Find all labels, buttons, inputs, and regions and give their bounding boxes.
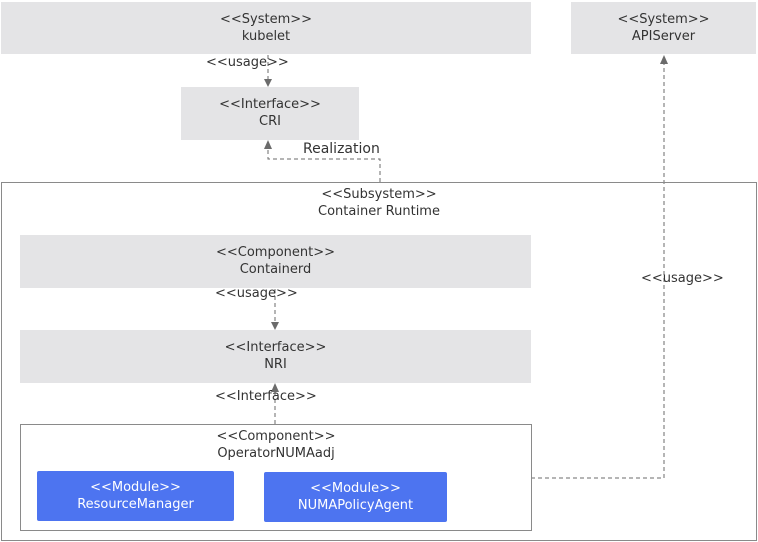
- arrowhead-apiserver: [660, 55, 668, 64]
- container-runtime-name: Container Runtime: [318, 204, 440, 219]
- apiserver-stereotype: <<System>>: [617, 12, 710, 27]
- edge-runtime-cri: [267, 148, 381, 182]
- numa-policy-agent-stereotype: <<Module>>: [310, 481, 401, 496]
- arrowhead-cri-top: [264, 79, 272, 87]
- arrowhead-nri-top: [271, 322, 279, 330]
- resource-manager-module: <<Module>> ResourceManager: [37, 471, 234, 521]
- container-runtime-stereotype: <<Subsystem>>: [321, 187, 437, 202]
- numa-policy-agent-name: NUMAPolicyAgent: [297, 498, 414, 513]
- cri-stereotype: <<Interface>>: [219, 97, 321, 112]
- operator-name: OperatorNUMAadj: [217, 446, 335, 461]
- arrowhead-nri-bottom: [271, 383, 279, 392]
- containerd-name: Containerd: [239, 262, 312, 277]
- edge-label-runtime-cri: Realization: [303, 141, 380, 157]
- containerd-component-box: <<Component>> Containerd: [20, 235, 531, 288]
- kubelet-stereotype: <<System>>: [219, 12, 313, 27]
- kubelet-name: kubelet: [241, 29, 291, 44]
- resource-manager-stereotype: <<Module>>: [90, 480, 181, 495]
- containerd-stereotype: <<Component>>: [215, 245, 336, 260]
- resource-manager-name: ResourceManager: [77, 497, 194, 512]
- kubelet-system-box: <<System>> kubelet: [1, 2, 531, 54]
- edge-label-operator-apiserver: <<usage>>: [641, 271, 724, 286]
- operator-stereotype: <<Component>>: [216, 429, 336, 444]
- nri-name: NRI: [264, 357, 287, 372]
- operator-numaadj-component: <<Component>> OperatorNUMAadj: [20, 424, 532, 531]
- numa-policy-agent-module: <<Module>> NUMAPolicyAgent: [264, 472, 447, 522]
- container-runtime-subsystem: <<Subsystem>> Container Runtime: [1, 182, 757, 541]
- arrowhead-cri-bottom: [264, 140, 272, 149]
- apiserver-system-box: <<System>> APIServer: [571, 2, 756, 54]
- cri-interface-box: <<Interface>> CRI: [181, 87, 359, 140]
- cri-name: CRI: [259, 114, 281, 129]
- edge-operator-apiserver: [531, 64, 665, 479]
- edge-label-operator-nri: <<Interface>>: [215, 389, 317, 404]
- apiserver-name: APIServer: [631, 29, 696, 44]
- nri-stereotype: <<Interface>>: [224, 340, 327, 355]
- edge-label-kubelet-cri: <<usage>>: [206, 55, 289, 70]
- edge-label-containerd-nri: <<usage>>: [215, 286, 298, 301]
- nri-interface-box: <<Interface>> NRI: [20, 330, 531, 383]
